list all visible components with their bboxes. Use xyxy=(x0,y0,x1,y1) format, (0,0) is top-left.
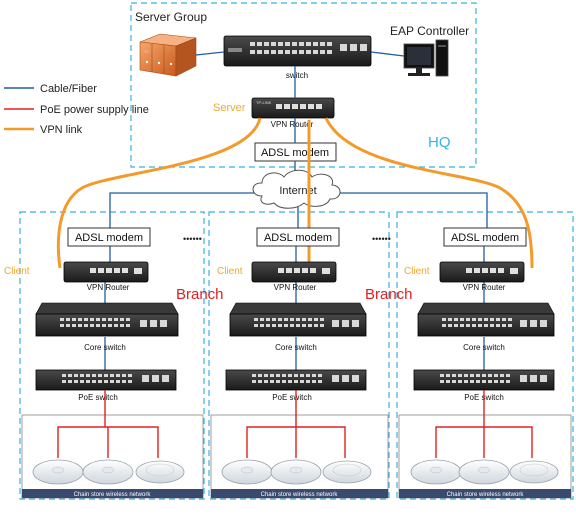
branch2-branch-label: Branch xyxy=(176,286,224,303)
branch2-vpn-router xyxy=(251,261,337,283)
branch-zone-3 xyxy=(396,211,574,500)
branch1-adsl-label: ADSL modem xyxy=(75,232,143,244)
eap-controller-label: EAP Controller xyxy=(390,24,469,38)
branch2-role: Client xyxy=(217,266,243,277)
hq-vpn-router: TP-LINK xyxy=(251,97,335,119)
server-group-icon xyxy=(139,33,197,77)
eap-controller-icon xyxy=(403,39,449,77)
branch3-core-switch xyxy=(417,302,555,337)
branch2-core-label: Core switch xyxy=(275,343,317,352)
internet-cloud-icon xyxy=(252,169,341,209)
branch3-wireless-label: Chain store wireless network xyxy=(447,492,525,498)
branch3-role: Client xyxy=(404,266,430,277)
branch3-vpn-router xyxy=(439,261,525,283)
branch1-wireless-footer xyxy=(22,489,203,498)
branch1-access-points xyxy=(32,459,185,485)
legend-poe-label: PoE power supply line xyxy=(40,104,149,116)
branch3-core-label: Core switch xyxy=(463,343,505,352)
access-point-icon xyxy=(135,460,185,484)
branch3-branch-label: Branch xyxy=(365,286,413,303)
branch2-poe-label: PoE switch xyxy=(272,393,312,402)
hq-server-role: Server xyxy=(213,102,246,114)
legend-cable-label: Cable/Fiber xyxy=(40,83,97,95)
internet-label: Internet xyxy=(279,185,316,197)
branch3-router-label: VPN Router xyxy=(463,283,506,292)
branch1-core-label: Core switch xyxy=(84,343,126,352)
server-group-label: Server Group xyxy=(135,10,207,24)
hq-router-brand: TP-LINK xyxy=(256,100,272,105)
branch2-access-points xyxy=(221,459,372,485)
branch1-adsl-box xyxy=(67,227,151,247)
vpn-links xyxy=(56,117,534,269)
ellipsis-left: •••••• xyxy=(183,234,202,244)
branch3-adsl-box xyxy=(443,227,527,247)
branch2-wireless-label: Chain store wireless network xyxy=(261,492,339,498)
branch1-wireless-label: Chain store wireless network xyxy=(74,492,152,498)
ellipsis-right: •••••• xyxy=(372,234,391,244)
hq-router-label: VPN Router xyxy=(271,120,314,129)
branch3-access-points xyxy=(410,459,559,485)
hq-site-label: HQ xyxy=(428,134,451,151)
poe-lines xyxy=(57,390,533,458)
legend: Cable/Fiber PoE power supply line VPN li… xyxy=(4,83,149,136)
branch3-wireless-footer xyxy=(399,489,571,498)
branch3-poe-switch xyxy=(413,369,555,391)
branch2-router-label: VPN Router xyxy=(274,283,317,292)
branch-zone-2 xyxy=(208,211,390,500)
branch2-wireless-footer xyxy=(211,489,388,498)
branch2-adsl-label: ADSL modem xyxy=(264,232,332,244)
branch1-router-label: VPN Router xyxy=(87,283,130,292)
branch2-adsl-box xyxy=(256,227,340,247)
hq-switch xyxy=(223,35,372,67)
branch2-poe-switch xyxy=(225,369,367,391)
branch1-core-switch xyxy=(35,302,179,337)
access-point-icon xyxy=(509,460,559,484)
hq-zone xyxy=(130,2,477,168)
branch1-vpn-router xyxy=(63,261,149,283)
cable-lines xyxy=(104,51,488,370)
branch-zone-1 xyxy=(19,211,205,500)
branch3-adsl-label: ADSL modem xyxy=(451,232,519,244)
branch1-poe-switch xyxy=(35,369,177,391)
hq-adsl-label: ADSL modem xyxy=(261,147,329,159)
branch1-role: Client xyxy=(4,266,30,277)
hq-switch-label: switch xyxy=(286,71,308,80)
access-point-icon xyxy=(322,460,372,484)
branch2-core-switch xyxy=(229,302,367,337)
legend-vpn-label: VPN link xyxy=(40,124,83,136)
branch1-poe-label: PoE switch xyxy=(78,393,118,402)
